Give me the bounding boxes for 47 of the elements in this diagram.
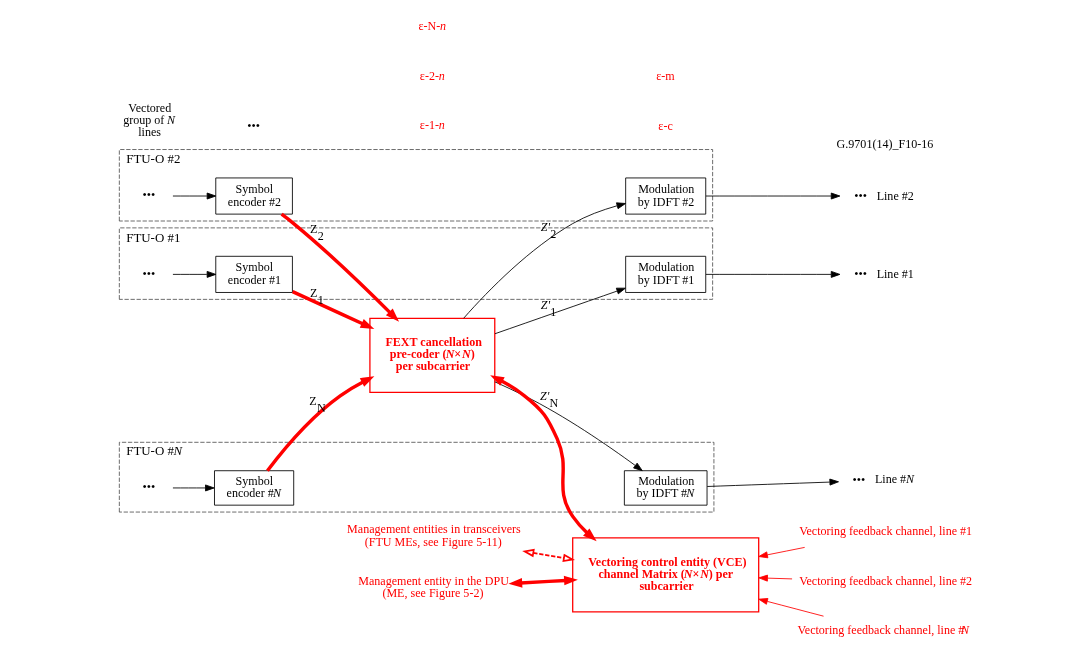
node-text: •••: [853, 267, 867, 282]
arrow: [280, 212, 399, 322]
arrow: [291, 290, 374, 330]
node-text: Vectoring feedback channel, line #1: [798, 524, 972, 539]
node-text: •••: [142, 188, 155, 203]
arrow: [489, 375, 597, 542]
node-box: Symbol encoder #N: [213, 470, 294, 506]
arrow: [494, 287, 626, 335]
node-box: Modulation by IDFT #2: [624, 177, 706, 215]
label: ε-m: [655, 69, 675, 84]
node-label: Line #N: [874, 471, 914, 486]
label: ε-2-n: [419, 68, 445, 83]
node-text: Management entities in transceivers (FTU MEs, see Figure 5-11): [346, 521, 521, 549]
arrow: [265, 376, 374, 472]
arrow: [494, 381, 643, 472]
arrow: [705, 270, 840, 278]
arrow: [705, 192, 840, 200]
node-box: Vectoring control entity (VCE) channel Matrix (N×N) per subcarrier: [571, 537, 759, 613]
label: ε-N-n: [418, 18, 446, 33]
label: ε-1-n: [419, 118, 445, 133]
node-text: •••: [142, 266, 155, 281]
node-label: Line #1: [876, 267, 914, 282]
arrow: [706, 478, 839, 487]
arrow: [507, 575, 578, 588]
node-label: Line #2: [876, 188, 914, 203]
arrow: [757, 598, 824, 617]
arrow: [757, 546, 805, 559]
label: Vectored group of N lines: [122, 100, 175, 139]
node-box: Modulation by IDFT #1: [624, 255, 706, 293]
label: ε-c: [657, 119, 673, 134]
arrow: [172, 484, 215, 492]
arrow: [521, 548, 575, 563]
node-box: Modulation by IDFT #N: [623, 470, 707, 506]
node-text: •••: [853, 188, 867, 203]
label: G.9701(14)_F10-16: [836, 136, 933, 151]
arrow: [462, 202, 626, 319]
node-box: FEXT cancellation pre-coder (N×N) per subcarrier: [368, 317, 495, 393]
node-text: •••: [142, 480, 155, 495]
arrow: [757, 574, 792, 582]
label: •••: [246, 119, 260, 134]
arrow: [172, 270, 216, 278]
arrow: [172, 192, 216, 200]
node-box: Symbol encoder #2: [214, 177, 293, 215]
node-box: Symbol encoder #1: [214, 255, 293, 293]
node-text: •••: [852, 472, 865, 487]
node-text: Vectoring feedback channel, line #2: [798, 573, 972, 588]
node-text: Management entity in the DPU (ME, see Figure 5-2): [357, 573, 509, 601]
